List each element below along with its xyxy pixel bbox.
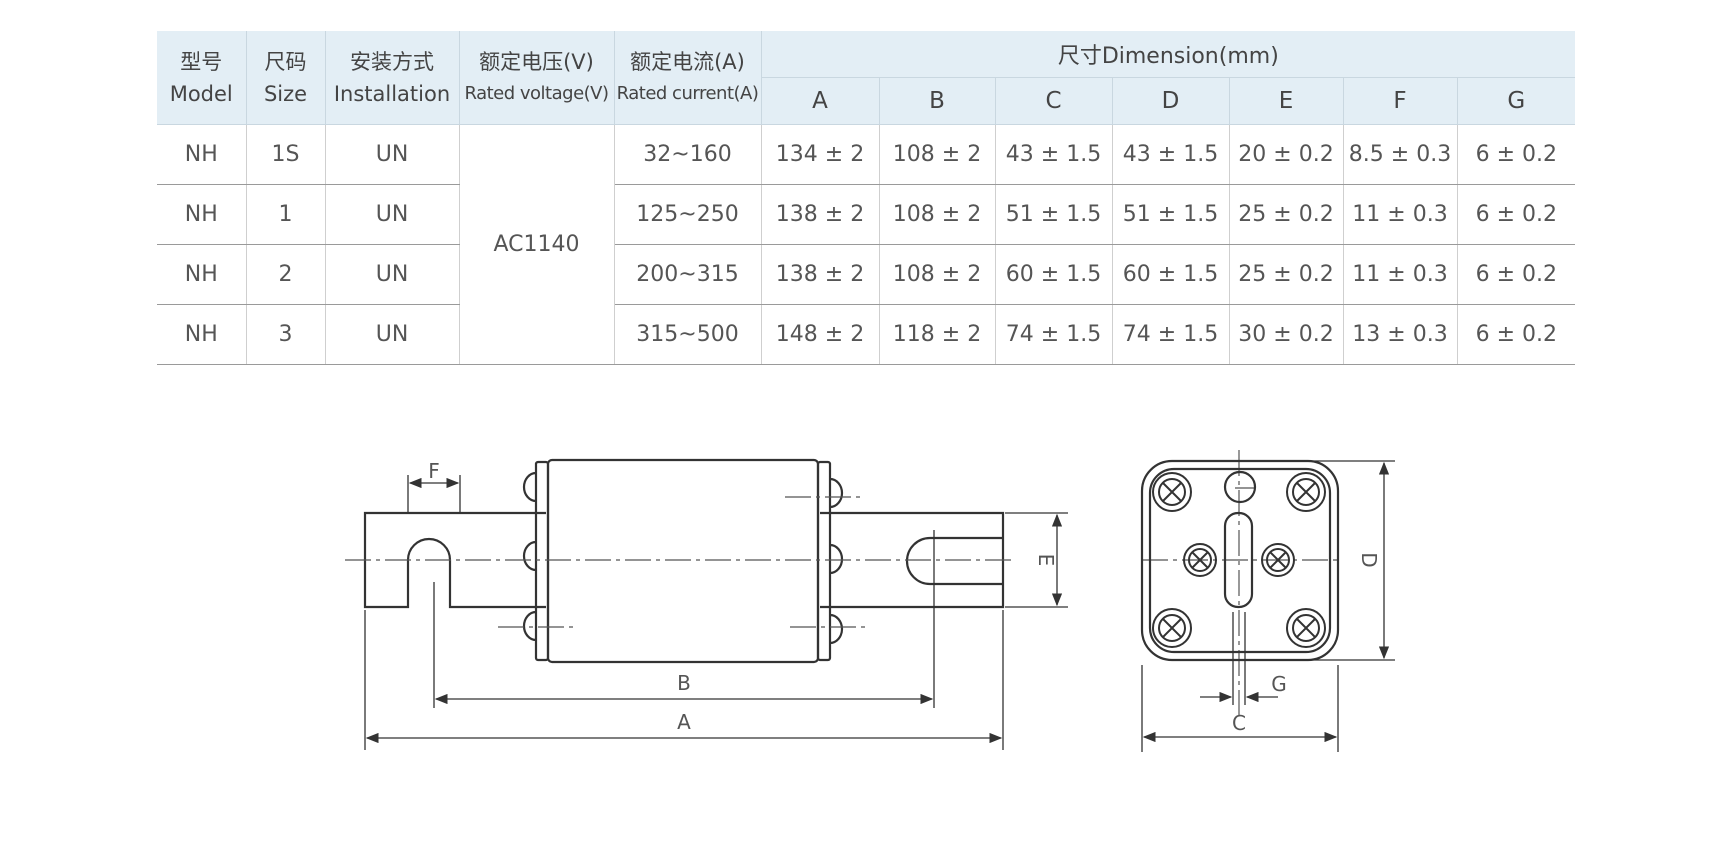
center-slot — [1223, 511, 1254, 609]
table-row: NH 3 UN 315~500 148 ± 2 118 ± 2 74 ± 1.5… — [157, 304, 1576, 365]
right-blade-notch — [905, 536, 1003, 586]
dim-label-c: C — [1232, 711, 1246, 735]
cell-dim-g: 6 ± 0.2 — [1457, 124, 1576, 185]
dim-label-a: A — [677, 710, 691, 734]
cell-dim-d: 51 ± 1.5 — [1112, 184, 1230, 245]
header-size: 尺码 Size — [246, 31, 326, 125]
cell-rated-current: 200~315 — [614, 244, 762, 305]
header-dim-b: B — [879, 77, 996, 125]
header-model: 型号 Model — [157, 31, 247, 125]
fuse-side-view — [363, 458, 1005, 664]
screw-icon — [1286, 472, 1326, 512]
cell-dim-b: 108 ± 2 — [879, 124, 996, 185]
right-end-plate — [816, 460, 832, 662]
header-rated-current: 额定电流(A) Rated current(A) — [614, 31, 762, 125]
screw-icon — [1261, 543, 1295, 577]
end-screws — [1152, 472, 1326, 648]
cell-model: NH — [157, 304, 247, 365]
fuse-end-view — [1140, 459, 1340, 662]
screw-heads — [522, 471, 844, 645]
cell-model: NH — [157, 184, 247, 245]
cell-dim-a: 138 ± 2 — [761, 244, 880, 305]
cell-dim-b: 108 ± 2 — [879, 244, 996, 305]
cell-rated-current: 315~500 — [614, 304, 762, 365]
cell-dim-f: 8.5 ± 0.3 — [1343, 124, 1458, 185]
cell-dim-d: 60 ± 1.5 — [1112, 244, 1230, 305]
cell-dim-e: 20 ± 0.2 — [1229, 124, 1344, 185]
cell-size: 1 — [246, 184, 326, 245]
header-installation: 安装方式 Installation — [325, 31, 460, 125]
cell-dim-a: 134 ± 2 — [761, 124, 880, 185]
header-dim-g: G — [1457, 77, 1576, 125]
cell-dim-d: 74 ± 1.5 — [1112, 304, 1230, 365]
header-dim-f: F — [1343, 77, 1458, 125]
fuse-body — [546, 458, 820, 664]
center-lines — [345, 450, 1340, 720]
cell-dim-a: 138 ± 2 — [761, 184, 880, 245]
cell-model: NH — [157, 244, 247, 305]
screw-icon — [1152, 472, 1192, 512]
dim-label-b: B — [677, 671, 691, 695]
cell-dim-a: 148 ± 2 — [761, 304, 880, 365]
cell-dim-e: 25 ± 0.2 — [1229, 184, 1344, 245]
screw-icon — [1286, 608, 1326, 648]
cell-installation: UN — [325, 124, 460, 185]
header-dim-c: C — [995, 77, 1113, 125]
cell-dim-f: 11 ± 0.3 — [1343, 244, 1458, 305]
table-row: NH 2 UN 200~315 138 ± 2 108 ± 2 60 ± 1.5… — [157, 244, 1576, 305]
header-rated-voltage: 额定电压(V) Rated voltage(V) — [459, 31, 615, 125]
screw-icon — [1183, 543, 1217, 577]
cell-size: 3 — [246, 304, 326, 365]
spec-table: 型号 Model 尺码 Size 安装方式 Installation 额定电压(… — [157, 31, 1576, 365]
indicator-circle — [1223, 470, 1257, 504]
header-dim-e: E — [1229, 77, 1344, 125]
cell-model: NH — [157, 124, 247, 185]
dim-label-d: D — [1357, 552, 1381, 567]
left-end-plate — [534, 460, 550, 662]
dim-label-f: F — [428, 459, 440, 483]
table-row: NH 1 UN 125~250 138 ± 2 108 ± 2 51 ± 1.5… — [157, 184, 1576, 245]
cell-size: 2 — [246, 244, 326, 305]
header-dimension: 尺寸Dimension(mm) — [761, 31, 1576, 78]
cell-dim-f: 13 ± 0.3 — [1343, 304, 1458, 365]
cell-dim-f: 11 ± 0.3 — [1343, 184, 1458, 245]
cell-dim-d: 43 ± 1.5 — [1112, 124, 1230, 185]
cell-dim-e: 25 ± 0.2 — [1229, 244, 1344, 305]
cell-dim-g: 6 ± 0.2 — [1457, 184, 1576, 245]
screw-icon — [1152, 608, 1192, 648]
dim-label-e: E — [1034, 554, 1058, 567]
cell-dim-c: 43 ± 1.5 — [995, 124, 1113, 185]
cell-rated-voltage: AC1140 — [459, 124, 615, 365]
header-dim-d: D — [1112, 77, 1230, 125]
cell-dim-b: 118 ± 2 — [879, 304, 996, 365]
cell-dim-c: 74 ± 1.5 — [995, 304, 1113, 365]
end-inner-frame — [1148, 467, 1332, 654]
table-row: NH 1S UN AC1140 32~160 134 ± 2 108 ± 2 4… — [157, 124, 1576, 365]
cell-dim-c: 51 ± 1.5 — [995, 184, 1113, 245]
cell-dim-g: 6 ± 0.2 — [1457, 244, 1576, 305]
end-outer-frame — [1140, 459, 1340, 662]
cell-rated-current: 125~250 — [614, 184, 762, 245]
cell-size: 1S — [246, 124, 326, 185]
cell-dim-e: 30 ± 0.2 — [1229, 304, 1344, 365]
cell-installation: UN — [325, 304, 460, 365]
dim-label-g: G — [1271, 672, 1287, 696]
side-dimension-lines — [364, 475, 1068, 750]
cell-installation: UN — [325, 184, 460, 245]
cell-dim-b: 108 ± 2 — [879, 184, 996, 245]
cell-installation: UN — [325, 244, 460, 305]
cell-dim-c: 60 ± 1.5 — [995, 244, 1113, 305]
header-dim-a: A — [761, 77, 880, 125]
cell-dim-g: 6 ± 0.2 — [1457, 304, 1576, 365]
end-dimension-lines — [1141, 460, 1395, 752]
cell-rated-current: 32~160 — [614, 124, 762, 185]
